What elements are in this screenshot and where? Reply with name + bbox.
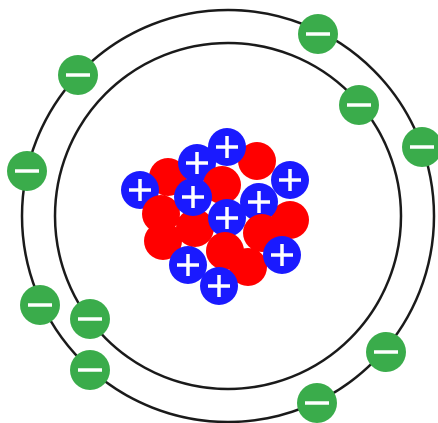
minus-sign-icon: [347, 103, 371, 107]
electron: [70, 350, 110, 390]
nucleus: [121, 128, 309, 305]
electron: [70, 299, 110, 339]
electron: [58, 55, 98, 95]
minus-sign-icon: [305, 401, 329, 405]
proton: [271, 161, 309, 199]
proton: [174, 178, 212, 216]
electron: [366, 332, 406, 372]
neutron: [176, 209, 214, 247]
neutron: [238, 142, 276, 180]
neutron: [206, 232, 244, 270]
electron: [402, 127, 438, 167]
inner-orbit: [53, 41, 403, 391]
electron: [339, 85, 379, 125]
proton: [240, 183, 278, 221]
minus-sign-icon: [28, 303, 52, 307]
proton: [263, 236, 301, 274]
minus-sign-icon: [66, 73, 90, 77]
electron: [7, 151, 47, 191]
proton: [200, 267, 238, 305]
neutron: [142, 195, 180, 233]
proton: [169, 246, 207, 284]
minus-sign-icon: [78, 368, 102, 372]
electron: [297, 383, 337, 423]
orbit-layer: [20, 8, 436, 423]
neutron: [144, 222, 182, 260]
minus-sign-icon: [15, 169, 39, 173]
electron: [298, 14, 338, 54]
minus-sign-icon: [78, 317, 102, 321]
outer-orbit: [20, 8, 436, 423]
minus-sign-icon: [374, 350, 398, 354]
electron-layer: [7, 14, 438, 423]
minus-sign-icon: [306, 32, 330, 36]
electron: [20, 285, 60, 325]
proton: [178, 144, 216, 182]
proton: [208, 128, 246, 166]
proton: [208, 199, 246, 237]
neutron: [203, 166, 241, 204]
minus-sign-icon: [410, 145, 434, 149]
